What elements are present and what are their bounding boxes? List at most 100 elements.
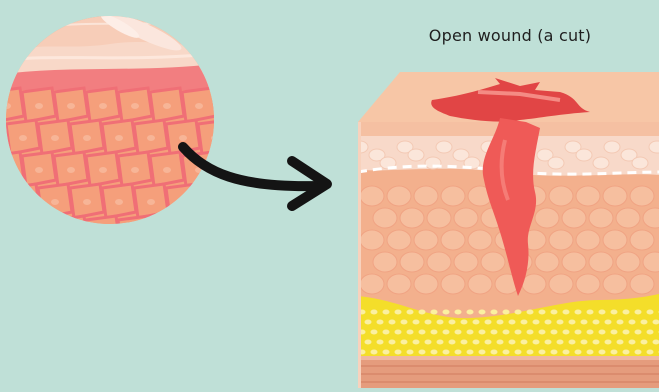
cell-nucleus: [227, 103, 235, 109]
fat-globule: [623, 330, 630, 335]
skin-cell: [198, 184, 232, 218]
dermis-cell: [562, 208, 586, 228]
skin-cell: [0, 88, 24, 122]
dermis-cell: [454, 208, 478, 228]
cell-nucleus: [35, 231, 43, 237]
fat-globule: [593, 340, 600, 345]
fat-globule: [503, 350, 510, 355]
fat-globule: [521, 340, 528, 345]
cell-nucleus: [227, 231, 235, 237]
dermis-cell: [576, 186, 600, 206]
fat-globule: [563, 330, 570, 335]
fat-globule: [431, 310, 438, 315]
fat-globule: [497, 320, 504, 325]
fat-globule: [467, 310, 474, 315]
dermis-cell: [603, 230, 627, 250]
dermis-cell: [427, 208, 451, 228]
fat-globule: [611, 350, 618, 355]
fat-globule: [389, 340, 396, 345]
cell-nucleus: [35, 103, 43, 109]
dermis-cell: [549, 230, 573, 250]
cell-nucleus: [115, 135, 123, 141]
dermis-cell: [441, 274, 465, 294]
cell-nucleus: [51, 199, 59, 205]
cell-nucleus: [99, 231, 107, 237]
fat-globule: [455, 310, 462, 315]
fat-globule: [377, 320, 384, 325]
fat-globule: [401, 340, 408, 345]
fat-globule: [419, 310, 426, 315]
cell-nucleus: [211, 135, 219, 141]
fat-globule: [425, 320, 432, 325]
fat-globule: [497, 340, 504, 345]
cell-nucleus: [83, 135, 91, 141]
fat-globule: [491, 350, 498, 355]
fat-globule: [575, 310, 582, 315]
fat-globule: [455, 350, 462, 355]
dermis-cell: [400, 252, 424, 272]
fat-globule: [605, 340, 612, 345]
fat-globule: [479, 310, 486, 315]
dermis-cell: [400, 208, 424, 228]
fat-globule: [425, 340, 432, 345]
fat-globule: [641, 320, 648, 325]
diagram-title: Open wound (a cut): [400, 26, 620, 45]
skin-cell: [86, 216, 120, 250]
fat-globule: [443, 310, 450, 315]
fat-globule: [581, 320, 588, 325]
skin-cell: [118, 216, 152, 250]
fat-globule: [473, 340, 480, 345]
fat-globule: [449, 340, 456, 345]
dermis-cell: [576, 274, 600, 294]
fat-globule: [395, 350, 402, 355]
dermis-cell: [360, 274, 384, 294]
dermis-cell: [373, 252, 397, 272]
cell-nucleus: [35, 167, 43, 173]
fat-globule: [527, 310, 534, 315]
fat-globule: [635, 350, 642, 355]
dermis-cell: [562, 252, 586, 272]
fat-globule: [437, 340, 444, 345]
fat-globule: [515, 350, 522, 355]
fat-globule: [431, 330, 438, 335]
cell-nucleus: [99, 167, 107, 173]
fat-globule: [563, 310, 570, 315]
fat-globule: [557, 340, 564, 345]
dermis-cell: [454, 252, 478, 272]
fat-globule: [485, 320, 492, 325]
dermis-cell: [387, 274, 411, 294]
skin-cell: [6, 184, 40, 218]
fat-globule: [587, 350, 594, 355]
fat-globule: [407, 350, 414, 355]
epidermis-cell: [576, 149, 592, 161]
epidermis-cell: [632, 157, 648, 169]
cell-nucleus: [67, 103, 75, 109]
dermis-cell: [535, 252, 559, 272]
fat-globule: [551, 310, 558, 315]
epidermis-cell: [436, 141, 452, 153]
dermis-cell: [603, 274, 627, 294]
fat-globule: [605, 320, 612, 325]
fat-globule: [509, 320, 516, 325]
fat-globule: [365, 320, 372, 325]
fat-globule: [647, 310, 654, 315]
fat-globule: [383, 310, 390, 315]
fat-globule: [551, 350, 558, 355]
fat-globule: [413, 320, 420, 325]
skin-cell: [230, 184, 264, 218]
skin-cell: [0, 152, 24, 186]
fat-globule: [641, 340, 648, 345]
fat-globule: [551, 330, 558, 335]
dermis-cell: [549, 274, 573, 294]
fat-globule: [647, 330, 654, 335]
cell-nucleus: [147, 199, 155, 205]
dermis-cell: [468, 230, 492, 250]
cell-nucleus: [195, 103, 203, 109]
fat-globule: [371, 330, 378, 335]
cell-nucleus: [163, 167, 171, 173]
cell-nucleus: [195, 231, 203, 237]
fat-globule: [563, 350, 570, 355]
fat-globule: [581, 340, 588, 345]
dermis-cell: [616, 252, 640, 272]
